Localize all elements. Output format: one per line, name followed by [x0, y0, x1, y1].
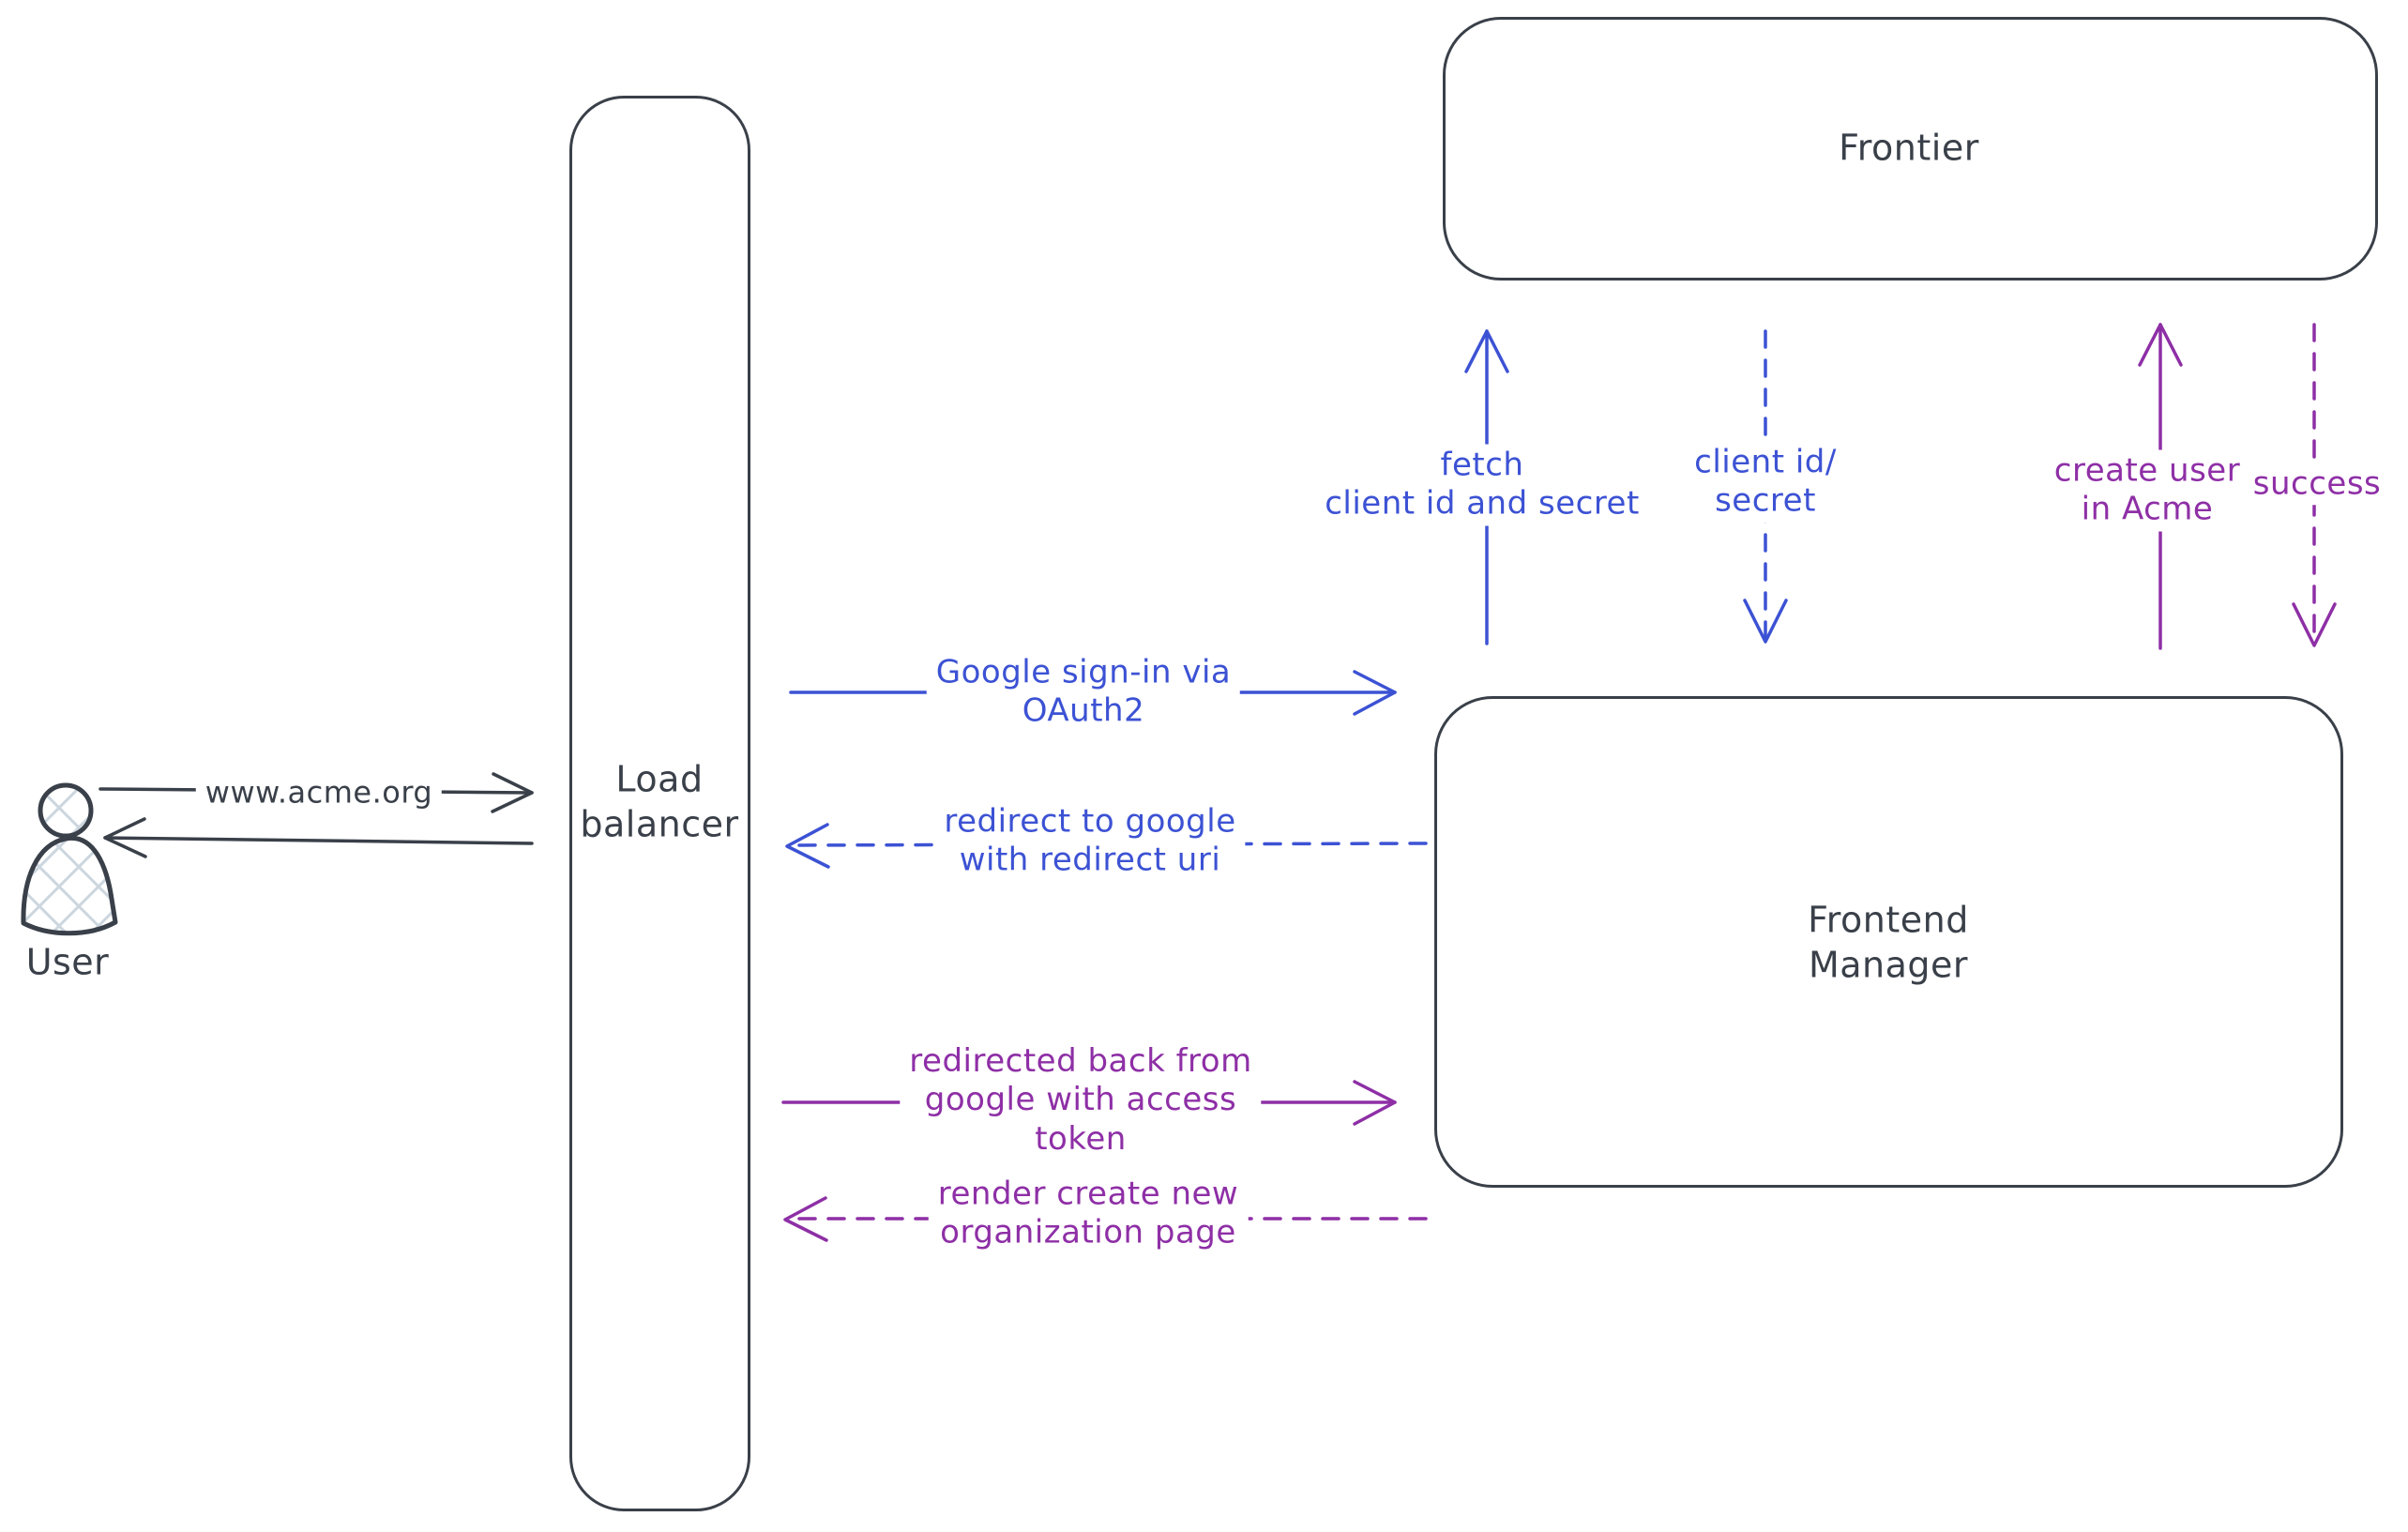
arrow-render-org-page[interactable]: [783, 1196, 1428, 1242]
frontier-box[interactable]: [1443, 17, 2378, 281]
frontend-manager-label: Frontend Manager: [1808, 899, 1969, 986]
edge-label-redirected-back[interactable]: redirected back from google with access …: [900, 1039, 1262, 1161]
load-balancer-label: Load balancer: [580, 758, 739, 845]
arrow-return-to-user[interactable]: [103, 817, 534, 858]
edge-label-google-signin[interactable]: Google sign-in via OAuth2: [926, 651, 1241, 734]
user-label[interactable]: User: [25, 941, 110, 983]
load-balancer-box[interactable]: [569, 96, 750, 1511]
arrow-redirect-to-google[interactable]: [785, 823, 1428, 869]
user-actor-icon[interactable]: [21, 782, 118, 936]
edge-label-fetch-client-id[interactable]: fetch client id and secret: [1315, 444, 1649, 526]
frontier-label: Frontier: [1839, 127, 1979, 169]
frontend-manager-box[interactable]: [1434, 696, 2343, 1188]
edge-label-client-id-secret[interactable]: client id/ secret: [1685, 441, 1846, 523]
edge-label-success[interactable]: success: [2243, 463, 2391, 506]
edge-label-render-org-page[interactable]: render create new organization page: [928, 1173, 1249, 1255]
edge-label-www-acme-org[interactable]: www.acme.org: [195, 772, 443, 813]
edge-label-redirect-to-google[interactable]: redirect to google with redirect uri: [934, 800, 1246, 883]
edge-label-create-user[interactable]: create user in Acme: [2044, 449, 2250, 532]
